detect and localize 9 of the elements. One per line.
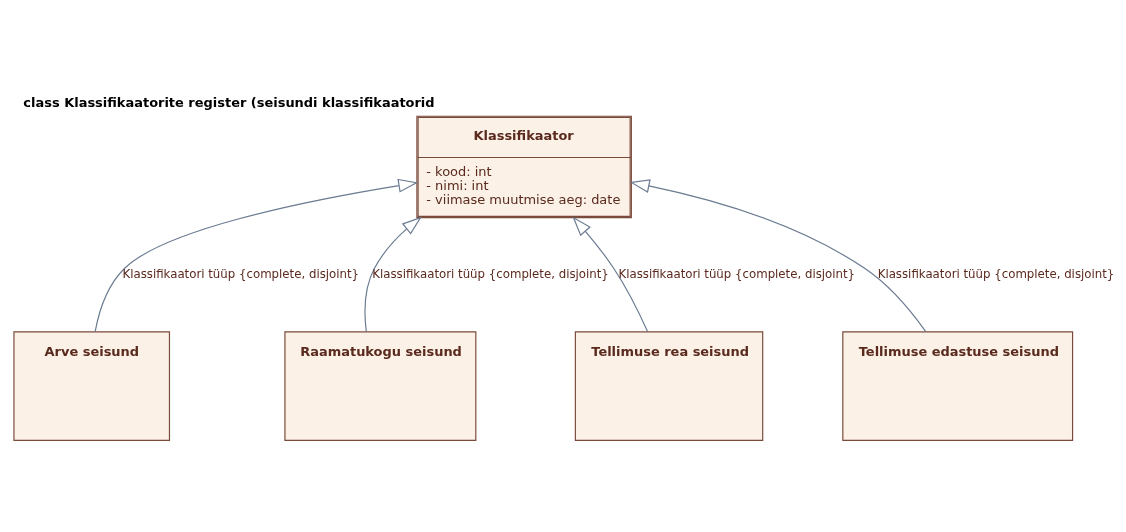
edge-label: Klassifikaatori tüüp {complete, disjoint} [122,266,360,281]
diagram-title: class Klassifikaatorite register (seisundi klassifikaatorid [23,94,435,110]
arrow [572,215,649,332]
arrow [629,178,927,332]
edge-label: Klassifikaatori tüüp {complete, disjoint} [877,266,1115,281]
arrow [364,216,422,332]
edge-label: Klassifikaatori tüüp {complete, disjoint} [372,266,609,281]
arrow [94,178,419,332]
edge-label: Klassifikaatori tüüp {complete, disjoint} [618,266,856,281]
